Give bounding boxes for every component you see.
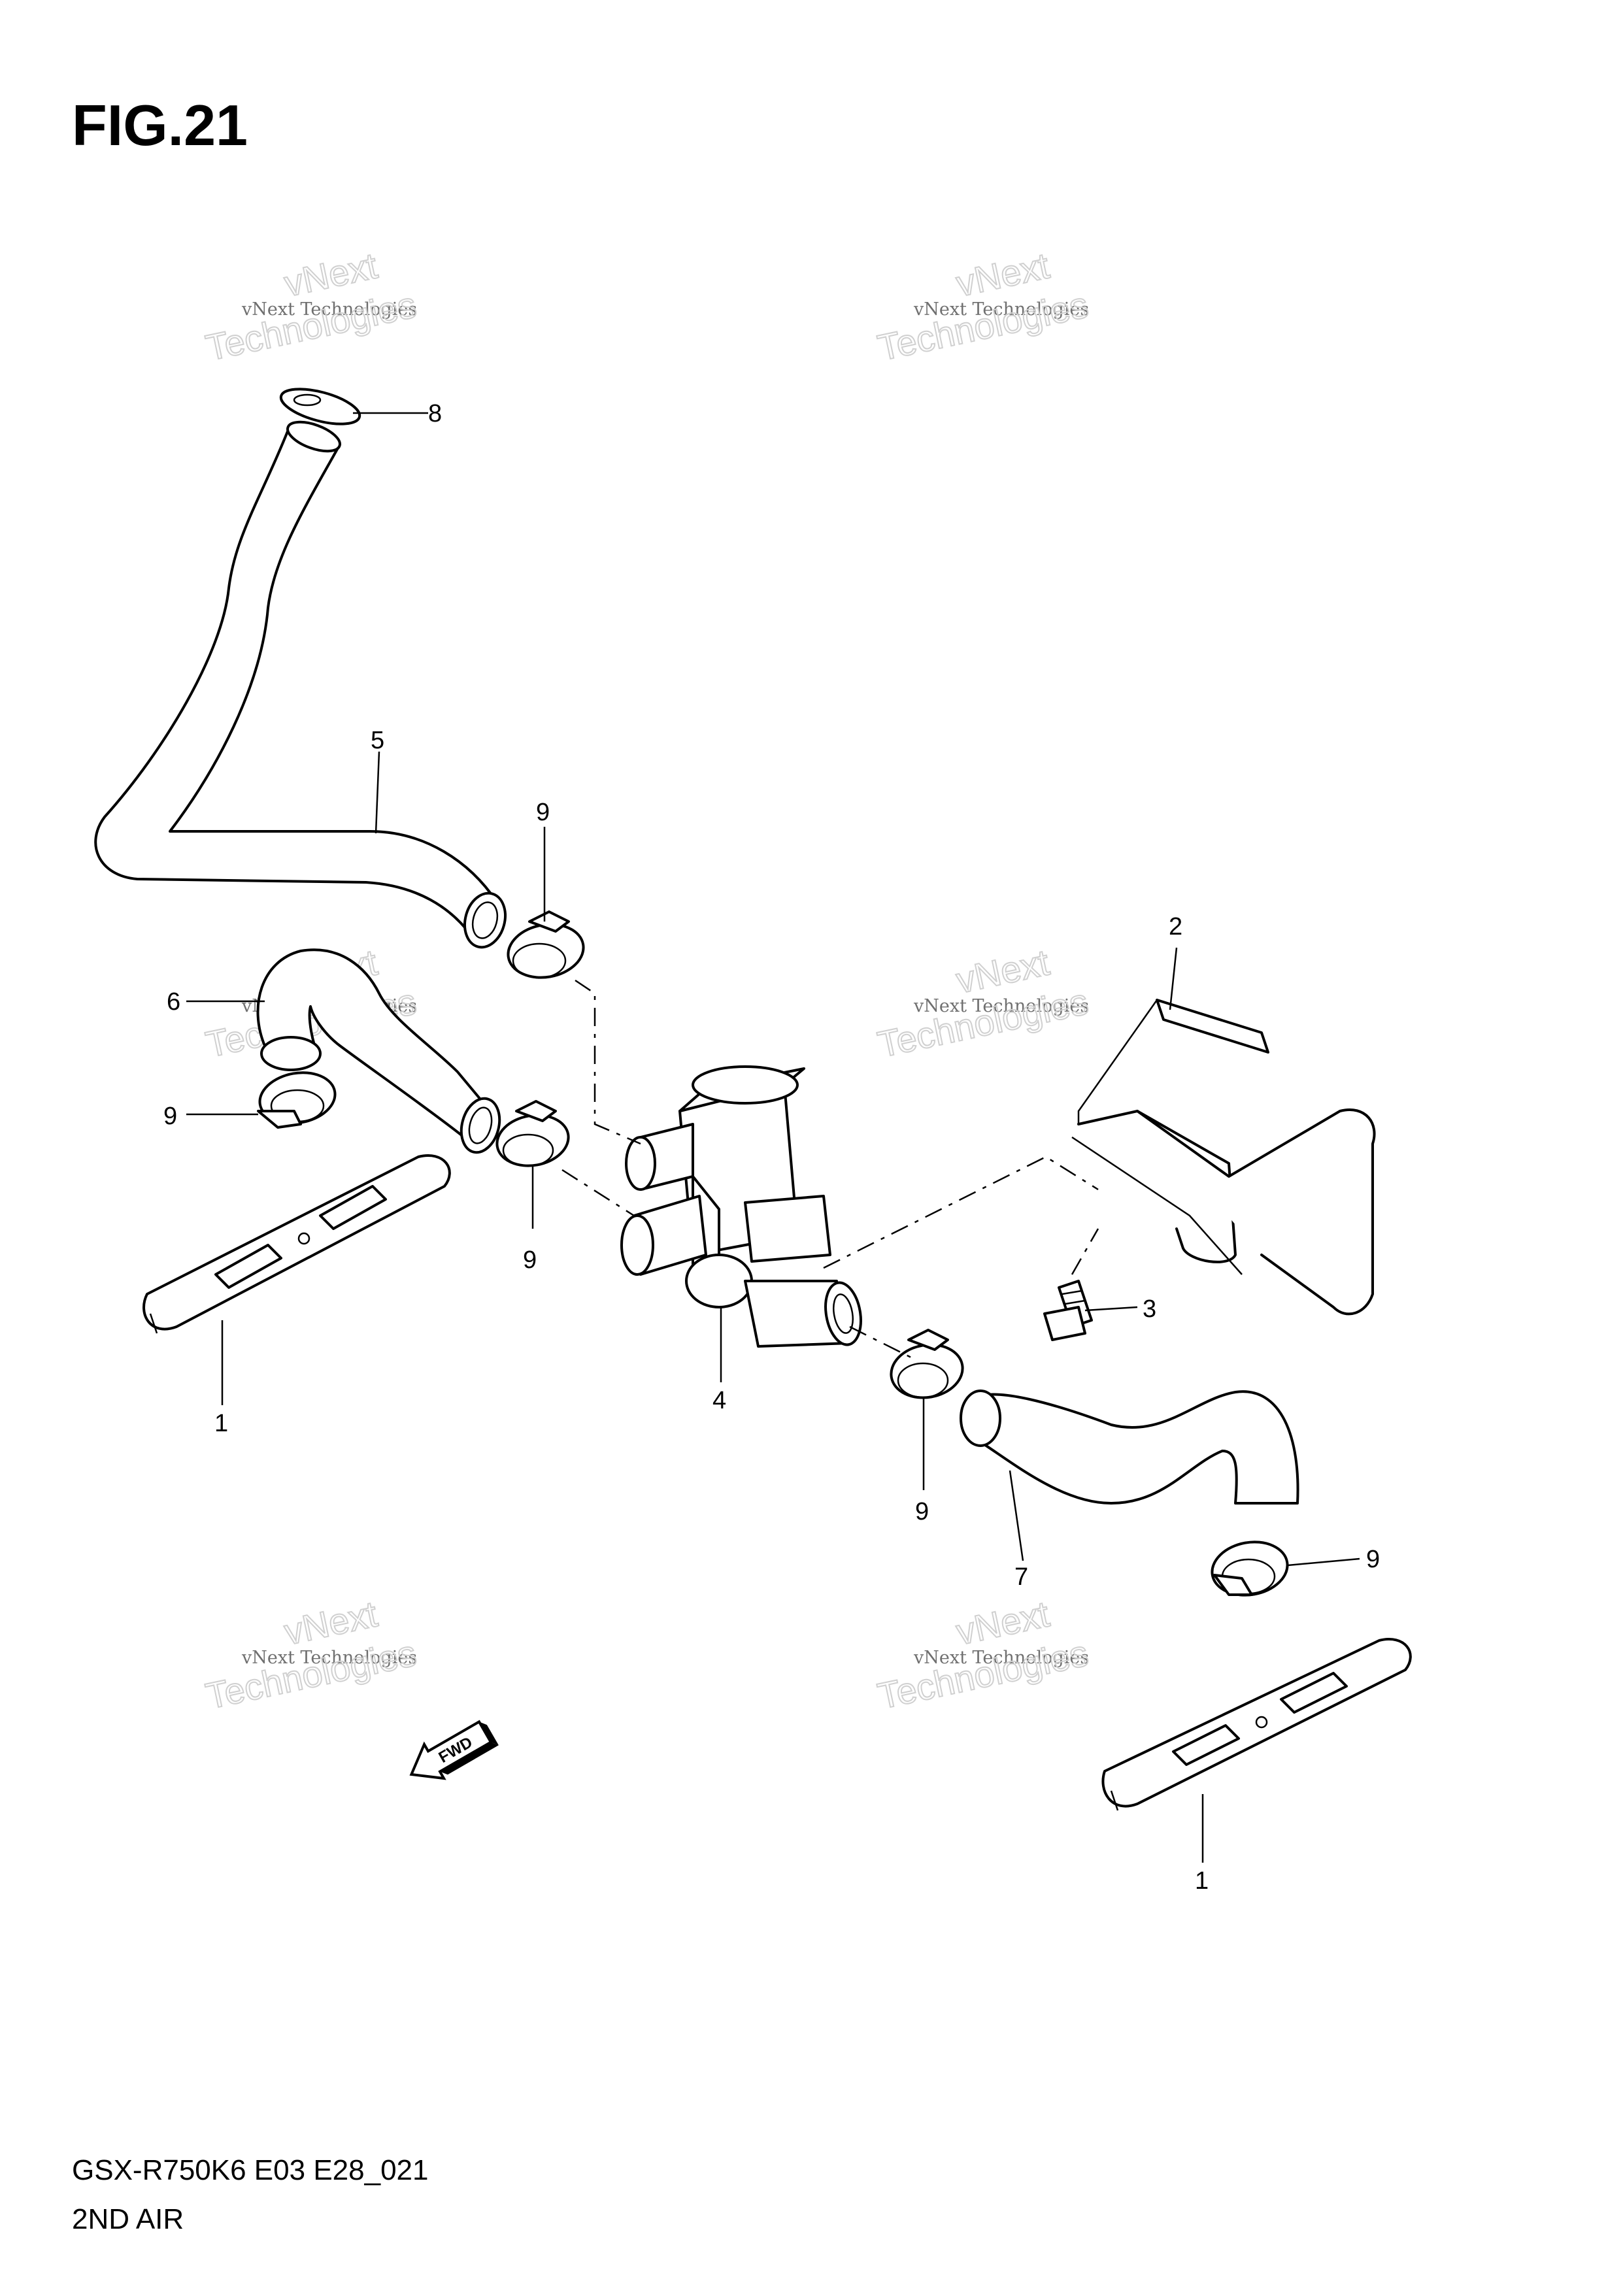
- fwd-arrow-icon: FWD: [409, 1720, 499, 1780]
- part-1-gasket-b: [1101, 1638, 1412, 1811]
- part-6-hose: [256, 948, 501, 1154]
- callout-8: 8: [428, 400, 442, 427]
- watermark-2: vNext Technologies vNext Technologies: [873, 244, 1092, 369]
- part-9-clamp-b: [257, 1071, 337, 1129]
- callout-9: 9: [163, 1103, 177, 1130]
- watermark-1: vNext Technologies vNext Technologies: [201, 244, 420, 369]
- watermark-5: vNext Technologies vNext Technologies: [201, 1592, 420, 1717]
- watermark-6: vNext Technologies vNext Technologies: [873, 1592, 1092, 1717]
- svg-text:vNext Technologies: vNext Technologies: [913, 299, 1089, 320]
- part-8-cap: [279, 388, 361, 425]
- part-3-bolt: [1043, 1280, 1093, 1341]
- part-9-clamp-e: [1211, 1540, 1289, 1597]
- svg-text:vNext Technologies: vNext Technologies: [913, 1648, 1089, 1668]
- svg-text:vNext Technologies: vNext Technologies: [241, 299, 417, 320]
- watermark-4: vNext Technologies vNext Technologies: [873, 940, 1092, 1065]
- assembly-lines: [561, 979, 1099, 1361]
- callout-5: 5: [371, 727, 384, 754]
- callout-6: 6: [167, 988, 180, 1016]
- callout-1: 1: [214, 1410, 228, 1437]
- part-1-gasket-a: [142, 1154, 451, 1334]
- callout-7: 7: [1014, 1563, 1028, 1591]
- part-9-clamp-a: [507, 910, 585, 979]
- section-name: 2ND AIR: [72, 2203, 184, 2235]
- svg-text:vNext Technologies: vNext Technologies: [241, 1648, 417, 1668]
- callouts: 8 5 9 6 9 9 1 4 2 3 9 7 9 1: [163, 400, 1380, 1895]
- callout-9: 9: [523, 1246, 537, 1274]
- svg-text:vNext Technologies: vNext Technologies: [913, 996, 1089, 1016]
- part-9-clamp-d: [890, 1329, 964, 1399]
- part-2-bracket: [1071, 999, 1376, 1316]
- callout-4: 4: [712, 1387, 726, 1414]
- callout-9: 9: [915, 1498, 929, 1525]
- part-7-hose: [960, 1389, 1299, 1505]
- part-4-valve: [620, 1065, 862, 1348]
- leader-lines: [186, 412, 1360, 1863]
- part-9-clamp-c: [495, 1100, 570, 1167]
- model-code: GSX-R750K6 E03 E28_021: [72, 2154, 429, 2186]
- callout-1: 1: [1195, 1867, 1209, 1895]
- callout-3: 3: [1143, 1295, 1156, 1323]
- part-5-hose: [94, 420, 507, 949]
- callout-9: 9: [536, 799, 550, 826]
- callout-2: 2: [1169, 913, 1182, 940]
- callout-9: 9: [1366, 1546, 1380, 1573]
- figure-title: FIG.21: [72, 93, 248, 158]
